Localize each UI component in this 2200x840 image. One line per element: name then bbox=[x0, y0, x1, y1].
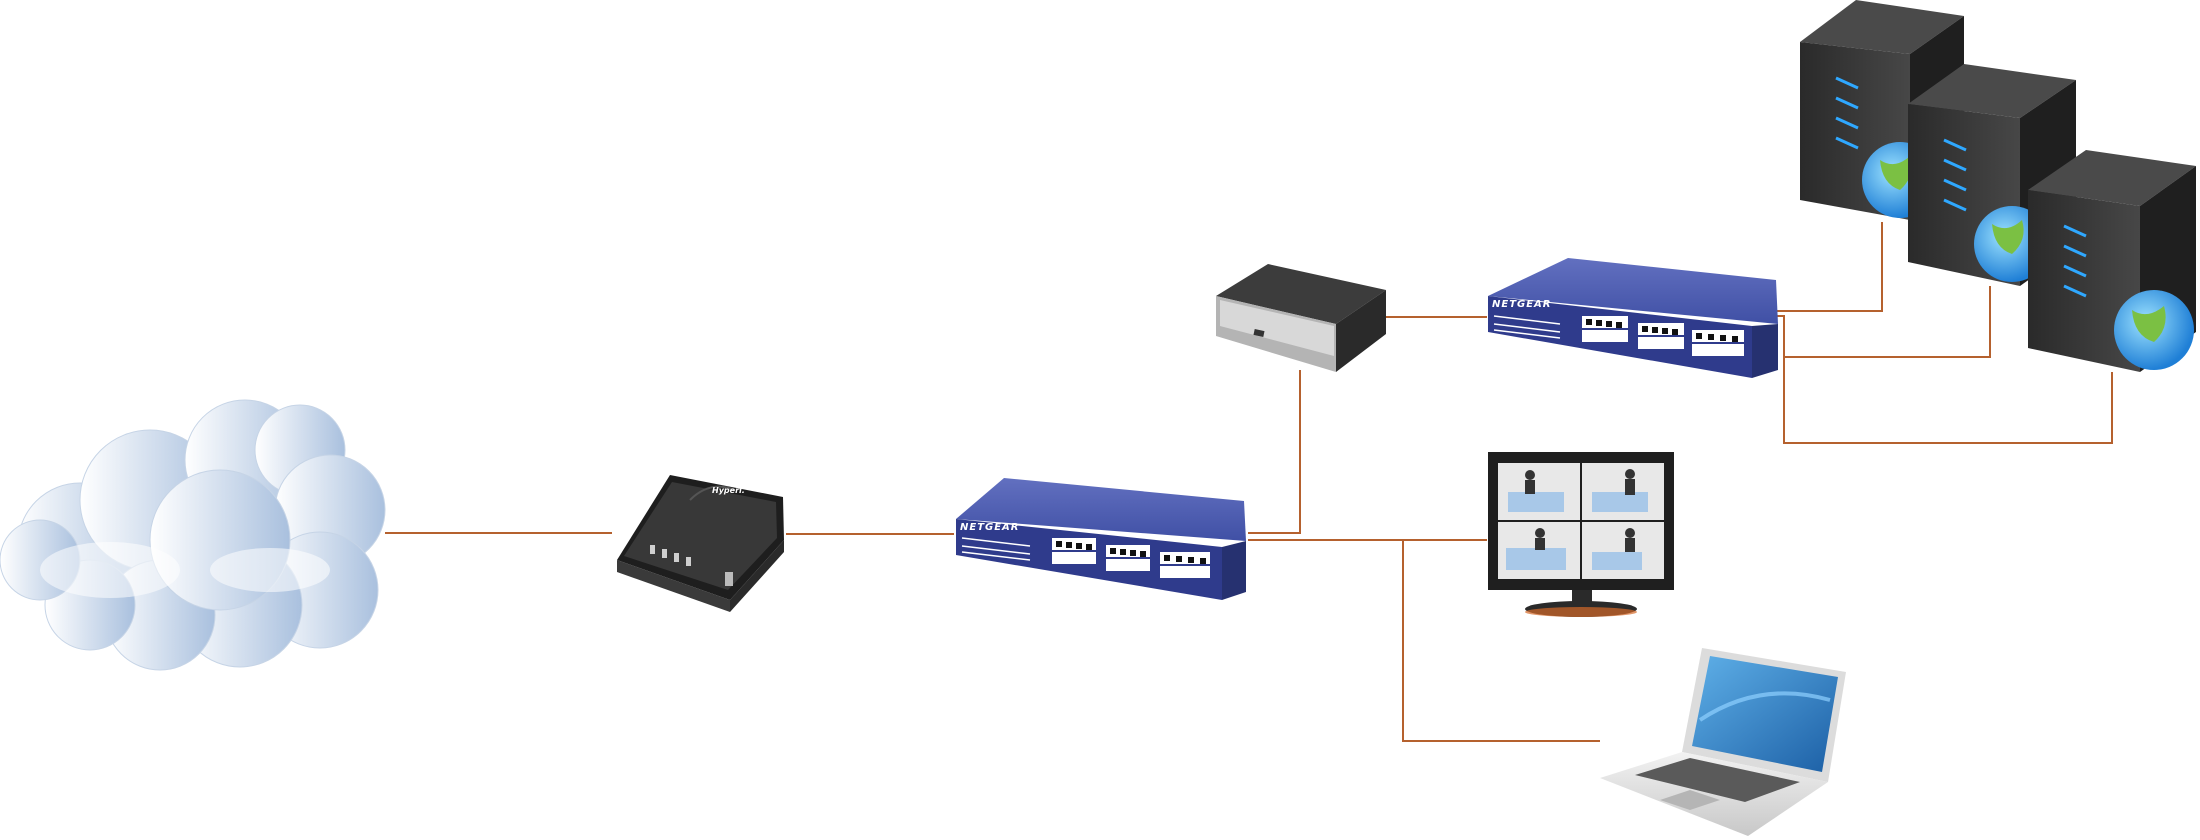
link-switch2-server3 bbox=[1783, 357, 2113, 444]
switch-2-brand-label: NETGEAR bbox=[1492, 299, 1552, 310]
switch-1-brand-label: NETGEAR bbox=[960, 522, 1020, 533]
switch-icon: NETGEAR bbox=[956, 478, 1246, 600]
server-icon bbox=[2028, 150, 2196, 372]
cloud-icon bbox=[0, 399, 386, 671]
monitor-icon bbox=[1488, 452, 1674, 617]
switch-icon: NETGEAR bbox=[1488, 258, 1778, 378]
link-switch2-server1 bbox=[1777, 222, 1883, 312]
appliance-icon bbox=[1216, 264, 1386, 372]
links bbox=[385, 222, 2113, 742]
laptop-icon bbox=[1600, 648, 1846, 836]
link-switch2-server2 bbox=[1777, 286, 1991, 358]
modem-icon: Hyperl. bbox=[617, 475, 784, 612]
modem-brand-label: Hyperl. bbox=[712, 486, 745, 495]
link-switch-appliance bbox=[1248, 370, 1301, 534]
link-switch-laptop bbox=[1402, 540, 1600, 742]
